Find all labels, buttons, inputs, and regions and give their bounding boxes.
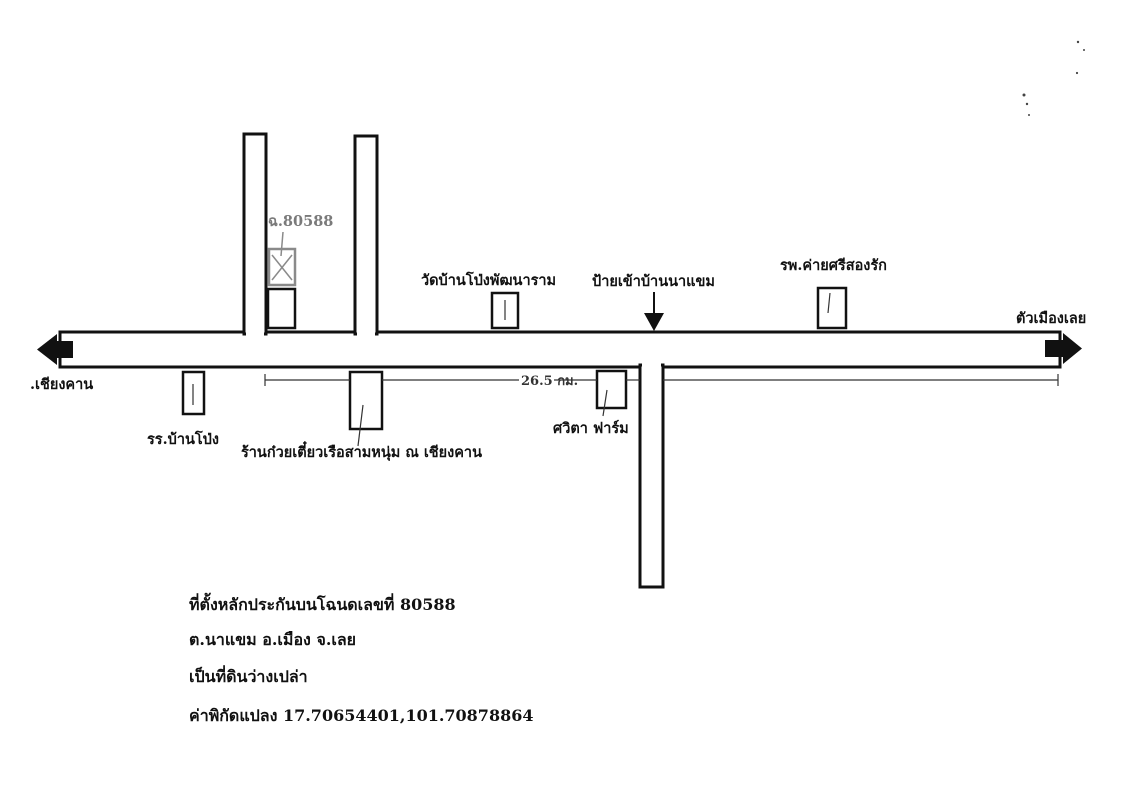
noodle-shop-marker (348, 370, 384, 447)
hospital-marker (816, 286, 848, 330)
hospital-label: รพ.ค่ายศรีสองรัก (780, 257, 887, 274)
school-marker (181, 370, 206, 416)
side-road-south (638, 363, 665, 589)
village-sign-label: ป้ายเข้าบ้านนาแขม (592, 273, 715, 290)
main-road (58, 330, 1062, 369)
village-sign-marker-icon (644, 292, 664, 331)
temple-marker (490, 291, 520, 330)
scan-specks (1022, 40, 1085, 116)
distance-line (264, 374, 1059, 386)
side-road-2 (353, 134, 379, 336)
info-line-1: ที่ตั้งหลักประกันบนโฉนดเลขที่ 80588 (189, 592, 456, 614)
info-line-4: ค่าพิกัดแปลง 17.70654401,101.70878864 (189, 706, 533, 725)
farm-marker (595, 369, 628, 417)
farm-label: ศวิตา ฟาร์ม (553, 419, 629, 437)
deed-plot-marker-icon (267, 231, 297, 287)
side-road-1 (242, 132, 268, 336)
info-line-2: ต.นาแขม อ.เมือง จ.เลย (189, 630, 356, 649)
temple-label: วัดบ้านโป่งพัฒนาราม (421, 271, 556, 289)
deed-neighbor-plot (266, 287, 297, 330)
road-network (58, 132, 1062, 589)
arrow-left-icon (37, 334, 73, 365)
info-line-3: เป็นที่ดินว่างเปล่า (189, 665, 308, 686)
direction-right-label: ตัวเมืองเลย (1016, 310, 1086, 327)
arrow-right-icon (1045, 333, 1082, 364)
direction-left-label: .เชียงคาน (30, 376, 93, 393)
school-label: รร.บ้านโป่ง (147, 430, 219, 448)
deed-label: ฉ.80588 (268, 213, 333, 230)
info-block: ที่ตั้งหลักประกันบนโฉนดเลขที่ 80588 ต.นา… (189, 592, 533, 725)
noodle-shop-label: ร้านก๋วยเตี๋ยวเรือสามหนุ่ม ณ เชียงคาน (241, 440, 482, 461)
distance-label: 26.5 กม. (521, 374, 578, 389)
